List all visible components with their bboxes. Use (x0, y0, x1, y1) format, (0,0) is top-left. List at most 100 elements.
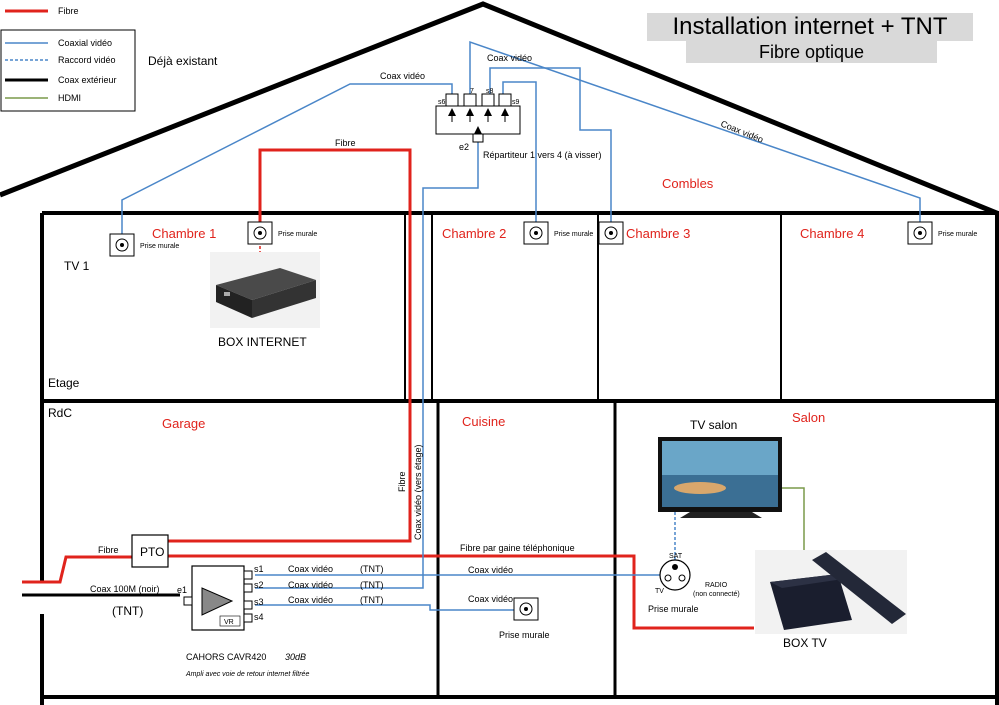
box-tv-label: BOX TV (783, 636, 827, 650)
splitter-input-label: e2 (459, 142, 469, 152)
fibre-pto-to-box-internet (168, 148, 412, 543)
splitter-port-8-label: s8 (486, 88, 494, 95)
tv-salon: TV salon (658, 418, 782, 518)
amp-port-e1 (183, 596, 193, 606)
subtitle-background (686, 41, 937, 63)
coax-splitter-to-chambre4 (469, 40, 921, 224)
diagram-title: Installation internet + TNT (672, 13, 948, 40)
port-tv-label: TV (655, 588, 664, 595)
outlet-label: Prise murale (140, 243, 179, 250)
splitter-arrow-2 (466, 108, 474, 116)
floor-label-rdc: RdC (48, 406, 72, 420)
amplifier-description: Ampli avec voie de retour internet filtr… (185, 671, 309, 678)
splitter-port-7 (463, 93, 477, 107)
box-internet-label: BOX INTERNET (218, 335, 307, 349)
outlet-label: Prise murale (938, 231, 977, 238)
room-label-chambre-2: Chambre 2 (442, 226, 506, 241)
coax-amp-s3-to-cuisine (255, 604, 516, 611)
amp-port-s4 (243, 613, 253, 623)
splitter-port-6 (445, 93, 459, 107)
amp-port-s2 (243, 583, 253, 593)
label-coax-c4: Coax vidéo (719, 119, 764, 145)
coax-amp-to-splitter (255, 138, 479, 589)
port-radio-note: (non connecté) (693, 591, 740, 598)
amp-port-s3 (243, 600, 253, 610)
label-tnt-s1: (TNT) (360, 564, 384, 574)
amplifier-gain: 30dB (285, 652, 306, 662)
legend-existing-label: Déjà existant (148, 54, 218, 68)
outlet-label: Prise murale (278, 231, 317, 238)
label-coax-salon: Coax vidéo (468, 565, 513, 575)
room-label-salon: Salon (792, 410, 825, 425)
label-tnt: (TNT) (112, 604, 143, 618)
amplifier-symbol (201, 587, 234, 616)
label-coax-ext: Coax 100M (noir) (90, 584, 160, 594)
tv1-label: TV 1 (64, 259, 90, 273)
splitter-port-9 (498, 93, 512, 107)
legend-raccord-label: Raccord vidéo (58, 55, 116, 65)
outlet-label: Prise murale (554, 231, 593, 238)
splitter-port-8 (481, 93, 495, 107)
room-label-cuisine: Cuisine (462, 414, 505, 429)
amp-port-s2-label: s2 (254, 580, 264, 590)
splitter-input-arrow (474, 126, 482, 134)
outlet-chambre-1-fibre: Prise murale (247, 221, 317, 245)
splitter-arrow-1 (448, 108, 456, 116)
legend-fibre-label: Fibre (58, 6, 79, 16)
port-sat-label: SAT (669, 553, 683, 560)
pto-label: PTO (140, 545, 164, 559)
label-tnt-s2: (TNT) (360, 580, 384, 590)
room-label-combles: Combles (662, 176, 714, 191)
splitter-arrow-3 (484, 108, 492, 116)
label-coax-c1: Coax vidéo (380, 71, 425, 81)
title-background (647, 13, 973, 41)
amplifier-vr-label: VR (224, 619, 234, 626)
amplifier-name: CAHORS CAVR420 (186, 652, 266, 662)
fibre-cables (22, 148, 754, 630)
amplifier: VR e1 s1 s2 s3 s4 CAHORS CAVR420 30dB Am… (177, 564, 309, 678)
splitter: s6 7 s8 s9 e2 Répartiteur 1 vers 4 (à vi… (435, 88, 602, 160)
room-label-chambre-1: Chambre 1 (152, 226, 216, 241)
port-radio-label: RADIO (705, 582, 728, 589)
outlet-chambre-2: Prise murale (523, 221, 593, 245)
label-fibre-gaine: Fibre par gaine téléphonique (460, 543, 575, 553)
label-coax-cuisine: Coax vidéo (468, 594, 513, 604)
diagram-subtitle: Fibre optique (758, 42, 865, 62)
splitter-port-7-label: 7 (470, 88, 474, 95)
coax-cables (121, 40, 921, 611)
outlet-chambre-1-tv: Prise murale (109, 233, 179, 257)
fibre-outside-to-pto (22, 555, 132, 584)
label-coax-vertical: Coax vidéo (vers étage) (413, 444, 423, 540)
outlet-cuisine-label: Prise murale (499, 630, 550, 640)
box-tv: BOX TV (755, 550, 907, 650)
tv-salon-label: TV salon (690, 418, 737, 432)
pto: PTO (131, 534, 169, 568)
room-label-chambre-3: Chambre 3 (626, 226, 690, 241)
label-coax-s2: Coax vidéo (288, 580, 333, 590)
splitter-input-port (472, 133, 484, 143)
splitter-label: Répartiteur 1 vers 4 (à visser) (483, 150, 602, 160)
splitter-port-9-label: s9 (512, 99, 520, 106)
outlet-cuisine: Prise murale (499, 597, 550, 640)
box-internet: BOX INTERNET (210, 252, 320, 349)
amp-port-s1 (243, 570, 253, 580)
amp-port-e1-label: e1 (177, 585, 187, 595)
label-tnt-s3: (TNT) (360, 595, 384, 605)
legend-box (0, 29, 136, 112)
amp-port-s4-label: s4 (254, 612, 264, 622)
legend-coax-ext-label: Coax extérieur (58, 75, 117, 85)
legend: Fibre Coaxial vidéo Raccord vidéo Coax e… (0, 6, 218, 112)
outlet-salon-label: Prise murale (648, 604, 699, 614)
coax-splitter-to-chambre1 (121, 83, 453, 234)
label-fibre-vertical: Fibre (397, 471, 407, 492)
hdmi-cable (780, 487, 805, 560)
label-fibre-attic: Fibre (335, 138, 356, 148)
coax-splitter-to-chambre2 (502, 81, 537, 224)
label-coax-s3: Coax vidéo (288, 595, 333, 605)
legend-coax-label: Coaxial vidéo (58, 38, 112, 48)
label-coax-c3: Coax vidéo (487, 53, 532, 63)
roof (0, 1, 999, 217)
outlet-chambre-3 (598, 221, 624, 245)
